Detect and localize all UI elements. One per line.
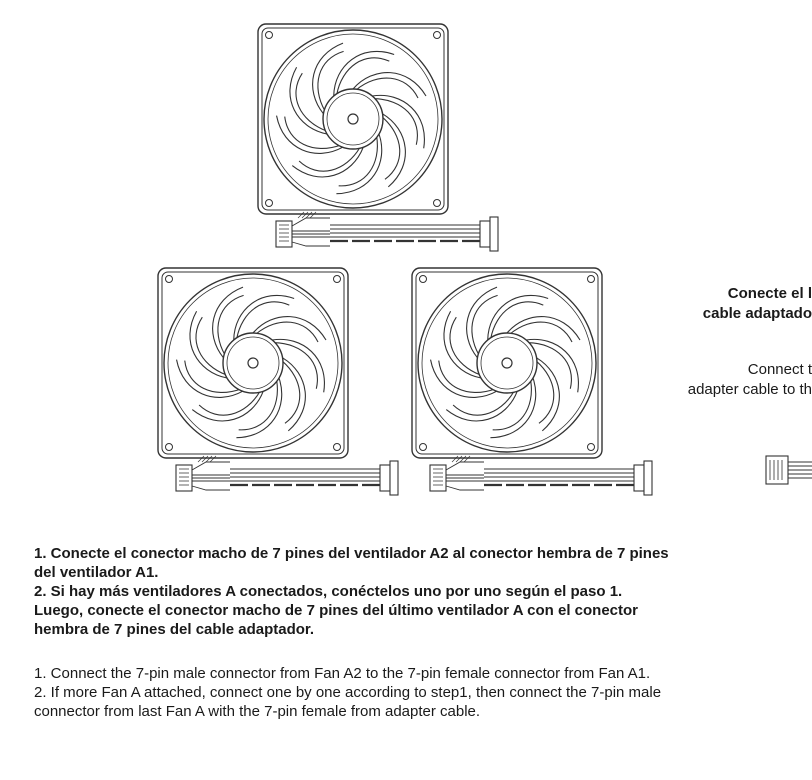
adapter-connector — [765, 455, 812, 485]
fan-left — [156, 266, 400, 497]
side-note-spanish: Conecte el l cable adaptado — [632, 284, 812, 324]
instruction-en-line: 2. If more Fan A attached, connect one b… — [34, 684, 662, 701]
instruction-es-line: del ventilador A1. — [34, 564, 159, 581]
instruction-es-line: 1. Conecte el conector macho de 7 pines … — [34, 545, 669, 562]
instructions-spanish: 1. Conecte el conector macho de 7 pines … — [34, 544, 804, 639]
instruction-es-line: 2. Si hay más ventiladores A conectados,… — [34, 583, 623, 600]
side-note-es-line-1: Conecte el l — [727, 285, 812, 302]
side-note-english: Connect t adapter cable to th — [612, 360, 812, 400]
instruction-en-line: 1. Connect the 7-pin male connector from… — [34, 665, 651, 682]
fan-a2-top — [256, 22, 500, 253]
side-note-en-line-1: Connect t — [747, 361, 812, 378]
instruction-es-line: hembra de 7 pines del cable adaptador. — [34, 621, 315, 638]
instruction-en-line: connector from last Fan A with the 7-pin… — [34, 703, 481, 720]
fan-connection-diagram — [156, 22, 812, 497]
side-note-es-line-2: cable adaptado — [702, 305, 812, 322]
instruction-es-line: Luego, conecte el conector macho de 7 pi… — [34, 602, 639, 619]
instructions-english: 1. Connect the 7-pin male connector from… — [34, 664, 812, 721]
side-note-en-line-2: adapter cable to th — [687, 381, 812, 398]
